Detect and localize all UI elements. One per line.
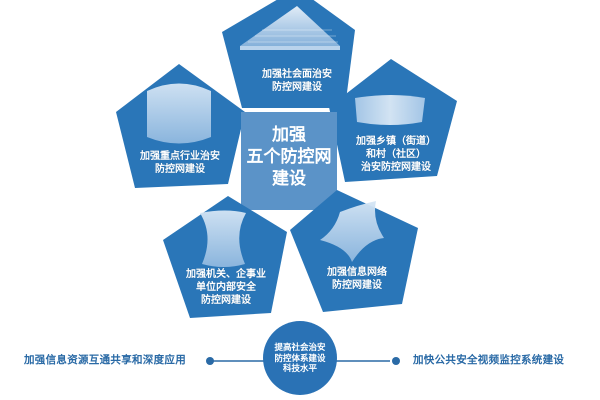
- pentagon-bottom-left-label: 加强机关、企事业 单位内部安全 防控网建设: [166, 268, 286, 307]
- label-line: 防控网建设: [272, 82, 322, 93]
- hub-line: 提高社会治安: [274, 343, 326, 353]
- pentagon-left-label: 加强重点行业治安 防控网建设: [120, 150, 240, 176]
- hourglass-shape-icon: [200, 210, 246, 267]
- bottom-left-text: 加强信息资源互通共享和深度应用: [24, 354, 186, 366]
- label-line: 加强重点行业治安: [140, 151, 220, 162]
- label-line: 加强乡镇（街道）: [356, 136, 436, 147]
- pentagon-top-label: 加强社会面治安 防控网建设: [232, 68, 362, 94]
- center-line: 加强: [272, 125, 306, 145]
- label-line: 治安防控网建设: [361, 162, 431, 173]
- pentagon-top: [222, 0, 355, 108]
- bottom-connector: [206, 321, 400, 395]
- center-title: 加强 五个防控网 建设: [241, 124, 337, 190]
- label-line: 防控网建设: [201, 295, 251, 306]
- stepped-pyramid-icon: [240, 6, 340, 50]
- hub-circle: [263, 321, 337, 395]
- hexagon-shield-icon: [147, 83, 211, 144]
- label-line: 单位内部安全: [196, 282, 256, 293]
- pentagon-bottom-right-label: 加强信息网络 防控网建设: [297, 266, 417, 292]
- center-line: 建设: [272, 169, 306, 190]
- label-line: 加强信息网络: [327, 267, 387, 278]
- bottom-right-text: 加快公共安全视频监控系统建设: [413, 354, 565, 366]
- label-line: 防控网建设: [155, 164, 205, 175]
- pentagon-right-label: 加强乡镇（街道） 和村（社区） 治安防控网建设: [336, 135, 456, 174]
- center-line: 五个防控网: [246, 147, 332, 168]
- label-line: 和村（社区）: [366, 149, 426, 160]
- connector-dot-right: [392, 357, 400, 365]
- pentagon-left: [116, 64, 245, 188]
- star-cushion-icon: [320, 201, 384, 262]
- label-line: 防控网建设: [332, 280, 382, 291]
- label-line: 加强机关、企事业: [186, 269, 266, 280]
- label-line: 加强社会面治安: [262, 69, 332, 80]
- pentagon-bottom-right: [290, 190, 418, 312]
- connector-dot-left: [206, 357, 214, 365]
- pentagon-right: [329, 59, 457, 182]
- hub-line: 防控体系建设: [274, 353, 326, 364]
- hub-line: 科技水平: [282, 364, 317, 375]
- center-block: [241, 112, 337, 210]
- pentagon-bottom-left: [163, 196, 287, 318]
- wave-band-icon: [355, 95, 425, 125]
- hub-label: 提高社会治安 防控体系建设 科技水平: [263, 343, 337, 375]
